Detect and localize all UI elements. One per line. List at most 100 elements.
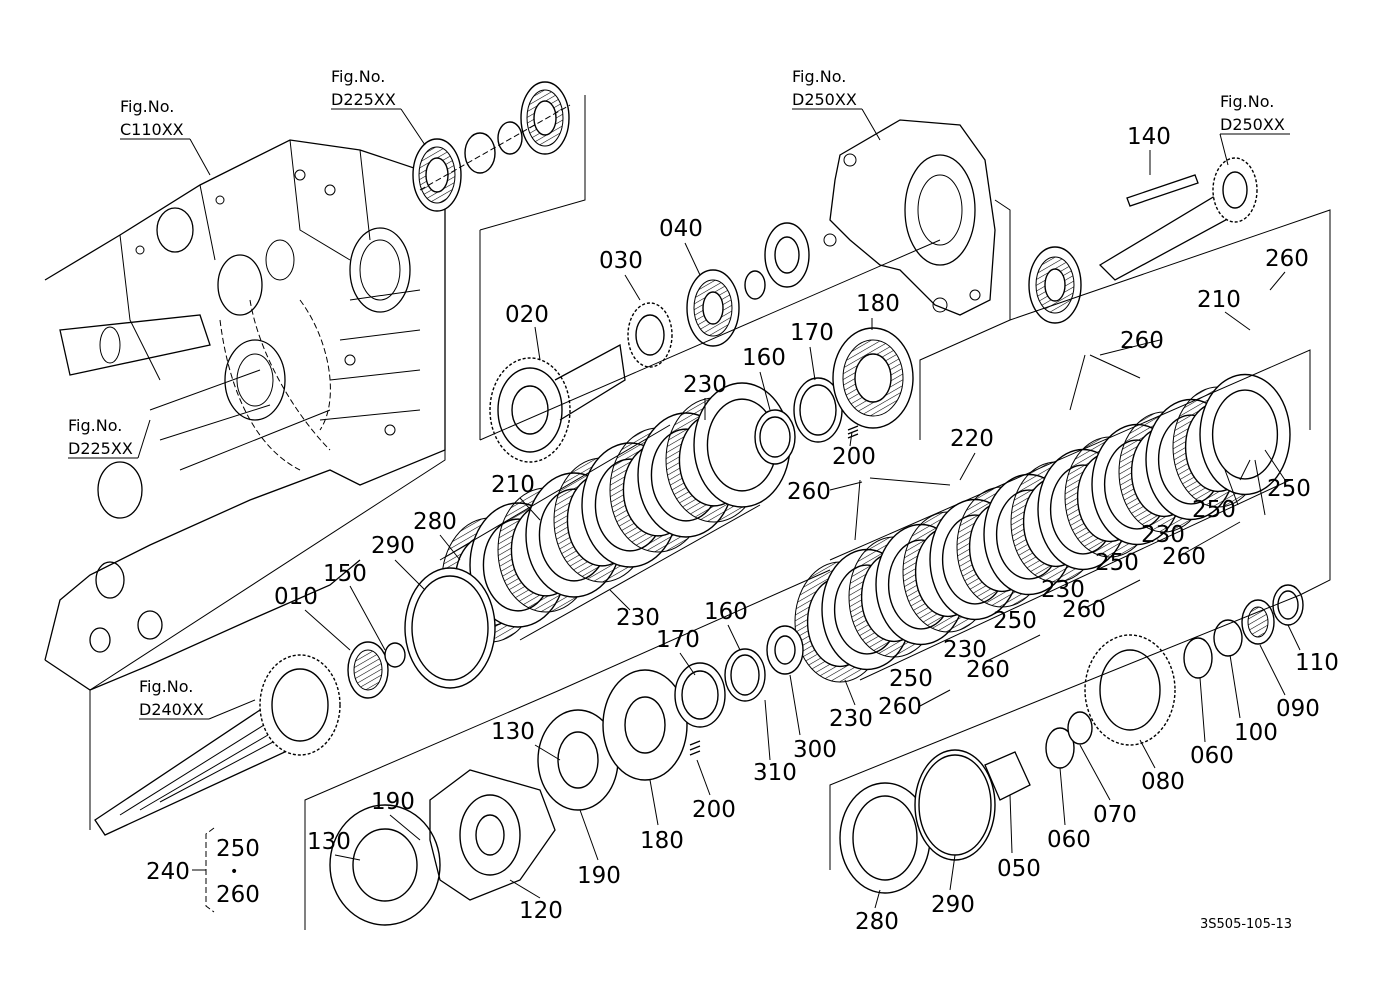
- leader-line: [349, 585, 386, 651]
- part-label-110: 110: [1295, 650, 1339, 676]
- fig-ref-d250-right-line2: D250XX: [1220, 115, 1285, 134]
- leader-line: [1184, 521, 1241, 554]
- leader-line: [649, 779, 659, 826]
- transmission-case: [44, 139, 446, 691]
- part-label-090: 090: [1276, 696, 1320, 722]
- part-label-080: 080: [1141, 769, 1185, 795]
- leader-line: [874, 889, 881, 909]
- leader-line: [1254, 459, 1266, 516]
- leader-line: [1099, 339, 1161, 356]
- leader-line: [1079, 744, 1111, 801]
- leader-line: [1089, 354, 1141, 379]
- part-label-280-low: 280: [855, 909, 899, 935]
- fig-ref-d250-right-line1: Fig.No.: [1220, 92, 1274, 111]
- part-label-230-b2: 230: [943, 637, 987, 663]
- upper-piston-group: [754, 327, 914, 465]
- output-shaft: [1009, 157, 1331, 596]
- left-clutch-pack: [441, 382, 791, 643]
- part-label-260-l: 260: [787, 479, 831, 505]
- part-label-130-mid: 130: [491, 719, 535, 745]
- gear-shaft-group: [479, 222, 941, 463]
- fig-ref-d225-top-line1: Fig.No.: [331, 67, 385, 86]
- right-pack-guides: [829, 349, 1311, 681]
- part-label-170-mid: 170: [656, 627, 700, 653]
- fig-ref-d250-mid-line1: Fig.No.: [792, 67, 846, 86]
- part-label-230-mid: 230: [616, 605, 660, 631]
- leader-line: [1199, 677, 1206, 743]
- leader-line: [334, 854, 361, 861]
- leader-line: [949, 854, 956, 891]
- leader-line: [849, 431, 853, 447]
- leader-line: [534, 744, 561, 761]
- part-label-250-b1: 250: [889, 666, 933, 692]
- fig-ref-d225-top-line2: D225XX: [331, 90, 396, 109]
- part-label-220: 220: [950, 426, 994, 452]
- right-clutch-disc: [1199, 373, 1291, 496]
- leader-line: [1069, 354, 1086, 411]
- leader-line: [727, 624, 741, 651]
- leader-line: [854, 479, 861, 541]
- fig-ref-c110: Fig.No. C110XX: [120, 97, 211, 176]
- part-label-230-b1: 230: [829, 706, 873, 732]
- leader-line: [1224, 469, 1239, 506]
- part-label-290-top: 290: [371, 533, 415, 559]
- part-label-190-low: 190: [371, 789, 415, 815]
- part-label-250-b5: 250: [1267, 476, 1311, 502]
- fig-ref-d240: Fig.No. D240XX: [139, 677, 256, 720]
- fig-ref-c110-line2: C110XX: [120, 120, 184, 139]
- leader-line: [439, 534, 461, 561]
- leader-line: [696, 759, 711, 796]
- part-label-260-b1: 260: [878, 694, 922, 720]
- part-label-060-l: 060: [1047, 827, 1091, 853]
- left-pack-guides: [439, 424, 761, 641]
- part-label-050: 050: [997, 856, 1041, 882]
- part-label-030: 030: [599, 248, 643, 274]
- leader-line: [789, 674, 801, 736]
- kit-250-label: 250: [216, 836, 260, 862]
- fig-ref-d240-line1: Fig.No.: [139, 677, 193, 696]
- leader-line: [1229, 654, 1241, 719]
- leader-line: [394, 559, 426, 591]
- part-label-210-right: 210: [1197, 287, 1241, 313]
- leader-line: [534, 326, 541, 361]
- leader-line: [764, 699, 771, 761]
- fig-ref-d250-mid-line2: D250XX: [792, 90, 857, 109]
- part-label-010: 010: [274, 584, 318, 610]
- part-label-140: 140: [1127, 124, 1171, 150]
- leader-line: [869, 477, 951, 486]
- leader-line: [509, 879, 541, 899]
- part-label-280-top: 280: [413, 509, 457, 535]
- leader-line: [684, 242, 701, 276]
- part-label-180-mid: 180: [640, 828, 684, 854]
- part-label-190-mid: 190: [577, 863, 621, 889]
- leader-line: [809, 346, 816, 381]
- part-label-070: 070: [1093, 802, 1137, 828]
- leader-line: [304, 609, 351, 651]
- part-label-250-b2: 250: [993, 608, 1037, 634]
- part-label-300: 300: [793, 737, 837, 763]
- input-shaft: [94, 567, 496, 836]
- part-label-290-low: 290: [931, 892, 975, 918]
- part-label-250-b3: 250: [1095, 550, 1139, 576]
- part-label-160-top: 160: [742, 345, 786, 371]
- part-label-260-top: 260: [1265, 246, 1309, 272]
- part-label-060-r: 060: [1190, 743, 1234, 769]
- leader-line: [1239, 459, 1251, 481]
- part-label-230-b3: 230: [1041, 577, 1085, 603]
- kit-240: 240 250 • 260: [146, 827, 260, 913]
- part-label-130-low: 130: [307, 829, 351, 855]
- part-label-260-b3: 260: [1062, 597, 1106, 623]
- diagram-code: 3S505-105-13: [1200, 917, 1292, 932]
- leader-line: [1259, 644, 1286, 696]
- part-label-200-top: 200: [832, 444, 876, 470]
- part-label-170-top: 170: [790, 320, 834, 346]
- leader-line: [389, 814, 421, 841]
- leader-line: [1224, 311, 1251, 331]
- kit-240-label: 240: [146, 859, 190, 885]
- right-clutch-pack: [794, 373, 1291, 683]
- part-label-250-b4: 250: [1192, 497, 1236, 523]
- kit-260-label: 260: [216, 882, 260, 908]
- part-label-260-b2: 260: [966, 657, 1010, 683]
- part-label-150: 150: [323, 561, 367, 587]
